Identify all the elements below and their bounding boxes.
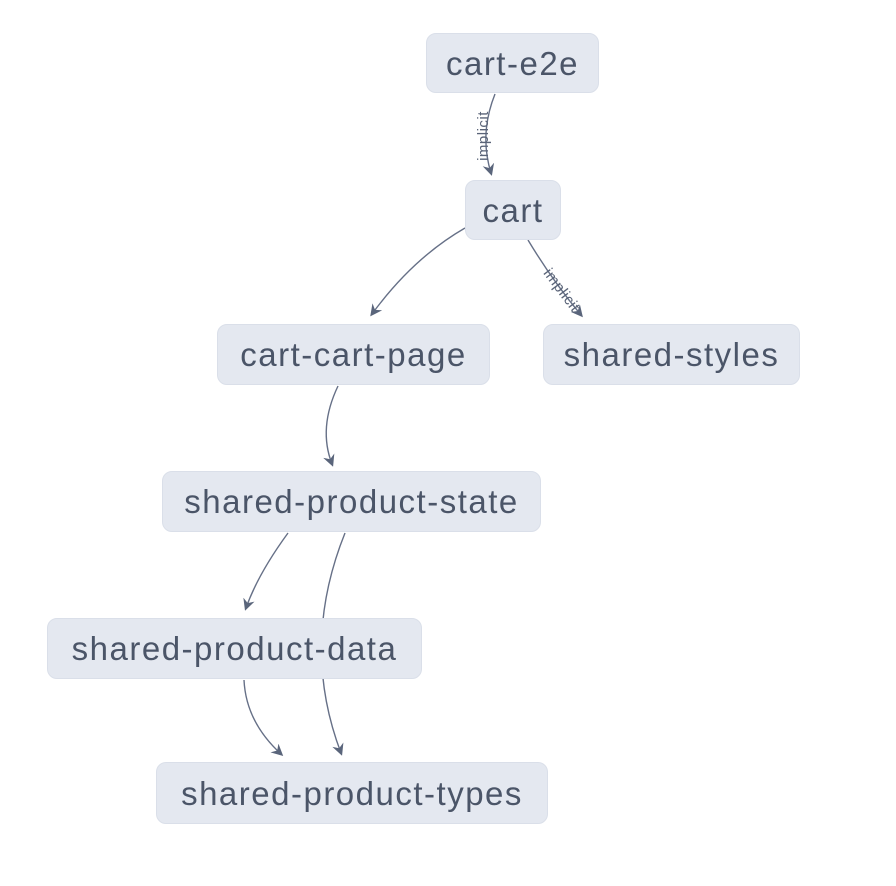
node-label: cart — [482, 191, 544, 229]
edge-cart-cart-page-to-shared-product-state — [323, 385, 339, 467]
node-shared-product-state[interactable]: shared-product-state — [162, 471, 541, 532]
node-cart-cart-page[interactable]: cart-cart-page — [217, 324, 490, 385]
node-label: shared-product-types — [181, 774, 523, 812]
node-shared-product-data[interactable]: shared-product-data — [47, 618, 422, 679]
node-cart[interactable]: cart — [465, 180, 561, 240]
edge-cart-to-shared-styles — [527, 239, 583, 318]
node-label: shared-product-state — [184, 483, 519, 520]
node-shared-product-types[interactable]: shared-product-types — [156, 762, 548, 824]
node-label: cart-e2e — [445, 44, 580, 82]
node-label: shared-styles — [563, 336, 780, 373]
node-shared-styles[interactable]: shared-styles — [543, 324, 800, 385]
node-label: shared-product-data — [71, 630, 398, 667]
node-cart-e2e[interactable]: cart-e2e — [426, 33, 599, 93]
edge-label-implicit-cart-e2e: implicit — [475, 111, 492, 161]
edge-cart-to-cart-cart-page — [370, 227, 466, 317]
edge-shared-product-state-to-shared-product-data — [243, 532, 289, 611]
edge-shared-product-data-to-shared-product-types — [243, 679, 284, 757]
edge-cart-e2e-to-cart — [482, 93, 496, 176]
node-label: cart-cart-page — [240, 336, 467, 373]
edge-label-implicit-shared-styles: implicit — [540, 265, 584, 315]
